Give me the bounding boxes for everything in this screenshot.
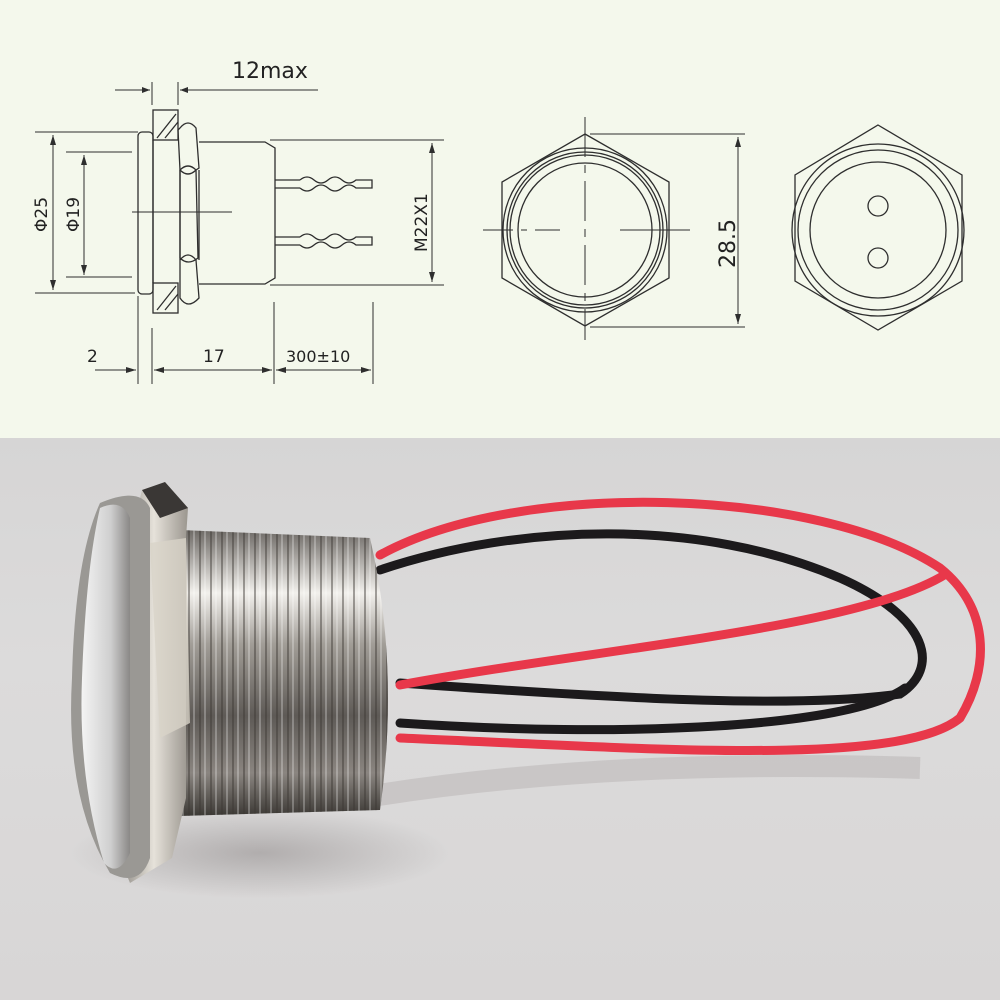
dim-phi25-label: Φ25	[32, 197, 52, 232]
rear-view	[791, 124, 965, 331]
button-bezel	[71, 495, 150, 878]
threaded-body	[180, 530, 388, 816]
front-view: 28.5	[483, 117, 745, 340]
dimension-drawing: 12max Φ25 Φ19	[32, 59, 965, 384]
dim-300-label: 300±10	[286, 347, 350, 366]
product-photo	[0, 438, 1000, 1000]
dim-2-label: 2	[87, 347, 98, 367]
technical-drawing-panel: 12max Φ25 Φ19	[0, 0, 1000, 438]
dim-12max-label: 12max	[232, 59, 308, 84]
dim-m22x1-label: M22X1	[412, 193, 432, 252]
dim-phi19-label: Φ19	[64, 197, 84, 232]
side-view: 12max Φ25 Φ19	[32, 59, 444, 384]
push-button-switch-photo	[70, 482, 985, 898]
dim-28-5-label: 28.5	[716, 219, 741, 268]
dim-17-label: 17	[203, 347, 225, 367]
wire-leads	[375, 497, 985, 755]
